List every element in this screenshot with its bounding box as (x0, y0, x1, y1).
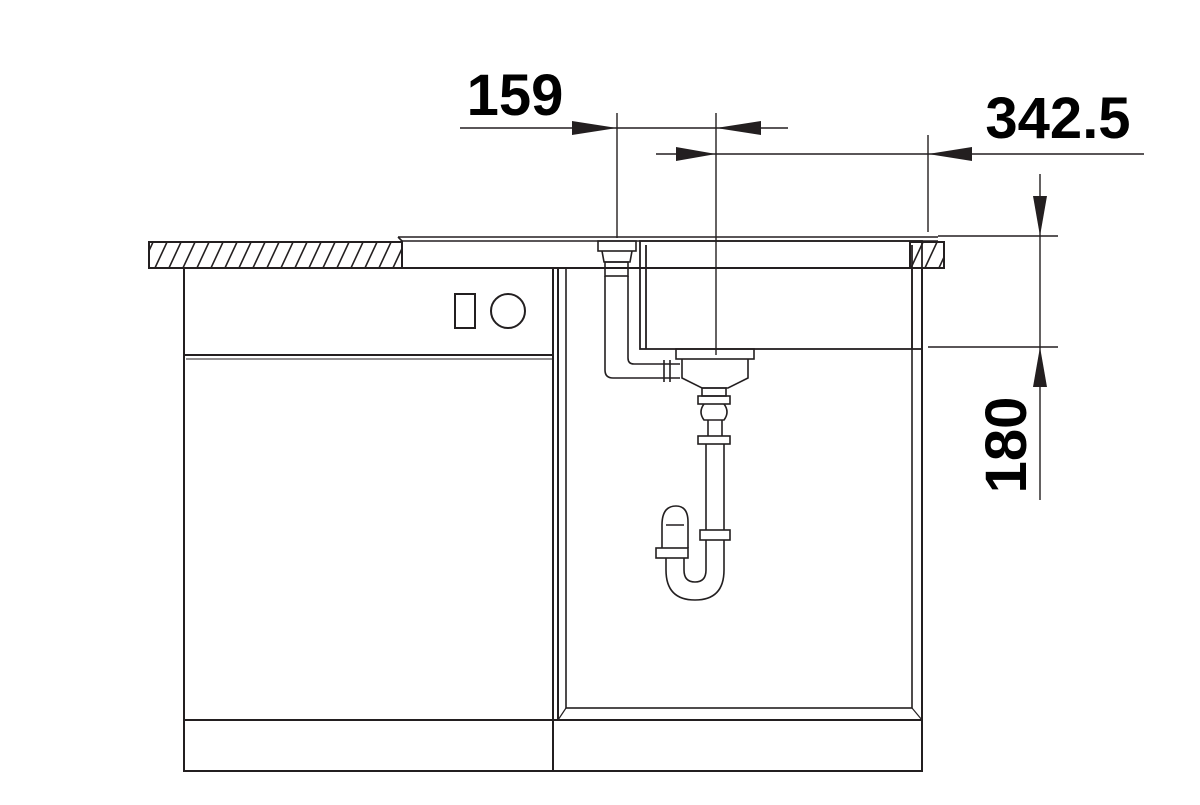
arrow-342-left (676, 147, 716, 161)
arrow-180-bottom (1033, 347, 1047, 387)
countertop-left (148, 241, 403, 269)
arrow-180-top (1033, 196, 1047, 236)
countertop-right (909, 241, 945, 269)
base-cabinets (183, 267, 923, 772)
overflow-pipe (597, 240, 680, 382)
dishwasher-button (454, 293, 476, 329)
dishwasher-knob (490, 293, 526, 329)
dishwasher-controls (454, 293, 526, 329)
dimension-arrows (572, 121, 1047, 387)
dimension-lines (460, 113, 1144, 500)
dimension-label-342-5: 342.5 (985, 86, 1130, 151)
waste-outlet (675, 348, 755, 397)
arrow-342-right (928, 147, 972, 161)
sink-bowl (639, 240, 923, 350)
arrow-159-left (572, 121, 617, 135)
dimension-label-159: 159 (467, 63, 564, 128)
dimension-label-180: 180 (974, 397, 1039, 494)
arrow-159-right (716, 121, 761, 135)
drain-trap (655, 395, 731, 601)
